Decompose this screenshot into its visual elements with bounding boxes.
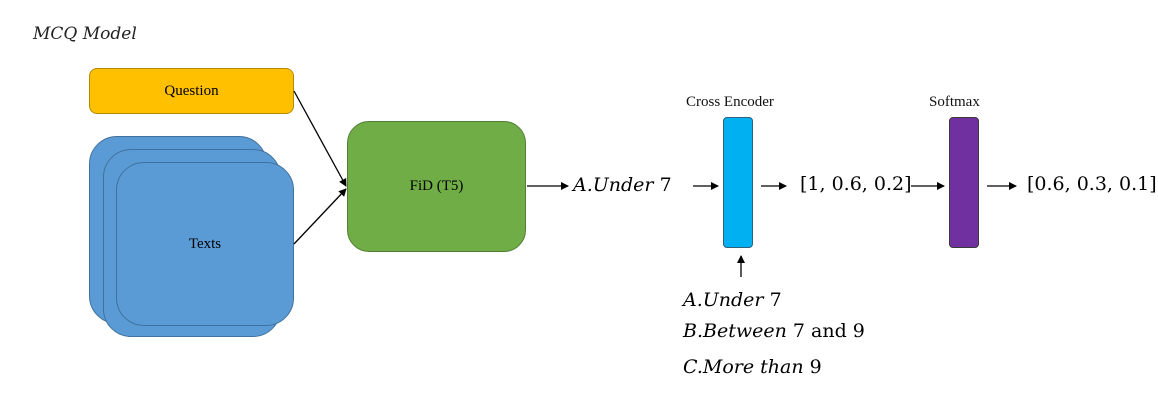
question-node: Question — [89, 68, 294, 114]
option-tail: 7 — [769, 289, 782, 311]
option-c: C.More than 9 — [683, 356, 822, 378]
option-text: More than — [702, 356, 804, 378]
option-b: B.Between 7 and 9 — [683, 320, 865, 342]
fid-output-number: 7 — [659, 174, 672, 196]
diagram-title: MCQ Model — [33, 24, 137, 44]
option-tail: 7 and 9 — [792, 320, 865, 342]
fid-node: FiD (T5) — [347, 121, 526, 252]
cross-encoder-node — [723, 117, 753, 248]
option-tail: 9 — [809, 356, 822, 378]
texts-label: Texts — [188, 235, 222, 252]
fid-output-text: Under — [592, 174, 654, 196]
fid-output: A.Under 7 — [573, 174, 672, 196]
cross-encoder-label: Cross Encoder — [686, 94, 774, 110]
texts-node-front: Texts — [116, 162, 294, 326]
softmax-node — [949, 117, 979, 248]
option-letter: C. — [683, 356, 703, 378]
question-label: Question — [164, 82, 219, 99]
fid-output-letter: A. — [573, 174, 593, 196]
cross-encoder-output: [1, 0.6, 0.2] — [800, 173, 912, 195]
option-a: A.Under 7 — [683, 289, 782, 311]
option-text: Under — [702, 289, 764, 311]
option-text: Between — [703, 320, 787, 342]
softmax-label: Softmax — [929, 94, 980, 110]
arrow-question-to-fid — [293, 90, 347, 187]
softmax-output: [0.6, 0.3, 0.1] — [1027, 173, 1157, 195]
fid-label: FiD (T5) — [409, 178, 464, 194]
option-letter: A. — [683, 289, 703, 311]
arrow-texts-to-fid — [293, 188, 347, 245]
option-letter: B. — [683, 320, 704, 342]
